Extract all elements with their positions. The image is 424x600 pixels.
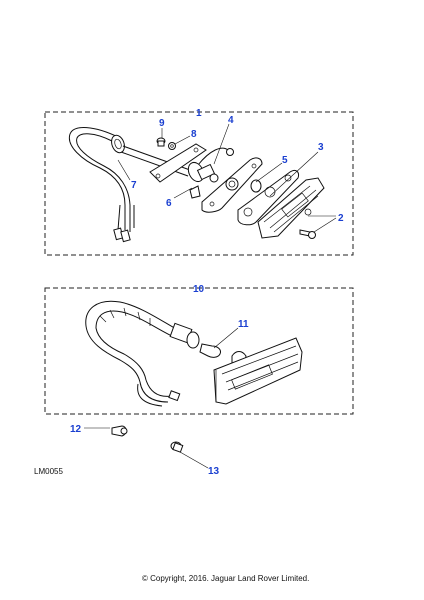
mounting-bracket	[149, 143, 207, 183]
callout-3: 3	[318, 142, 324, 153]
assembly-box-lower	[44, 287, 354, 415]
copyright-notice: © Copyright, 2016. Jaguar Land Rover Lim…	[142, 574, 309, 583]
callout-1: 1	[196, 108, 202, 119]
wiring-harness-lower	[85, 300, 200, 407]
lens-2	[257, 177, 325, 239]
callout-11: 11	[238, 319, 249, 330]
bulb-holder-12	[111, 425, 128, 437]
callout-5: 5	[282, 155, 288, 166]
callout-4: 4	[228, 115, 234, 126]
bulb-clip-6	[189, 185, 201, 199]
callout-13: 13	[208, 466, 220, 477]
callout-2: 2	[338, 213, 344, 224]
washer-8	[168, 142, 176, 150]
bulb-holder-lead	[187, 147, 234, 183]
callout-12: 12	[70, 424, 82, 435]
bulb-11	[199, 343, 221, 358]
callout-9: 9	[159, 118, 165, 129]
callout-7: 7	[131, 180, 137, 191]
callout-8: 8	[191, 129, 197, 140]
lens-screw	[299, 229, 316, 239]
connector-13	[170, 441, 184, 453]
callout-6: 6	[166, 198, 172, 209]
screw-9	[156, 137, 166, 147]
callout-10: 10	[193, 284, 205, 295]
assembly-box-upper	[44, 111, 354, 256]
bulb	[250, 179, 262, 193]
lamp-unit-lower	[213, 337, 303, 405]
gasket-5	[201, 157, 263, 213]
diagram-reference: LM0055	[34, 467, 63, 476]
wiring-harness-upper	[68, 127, 191, 243]
